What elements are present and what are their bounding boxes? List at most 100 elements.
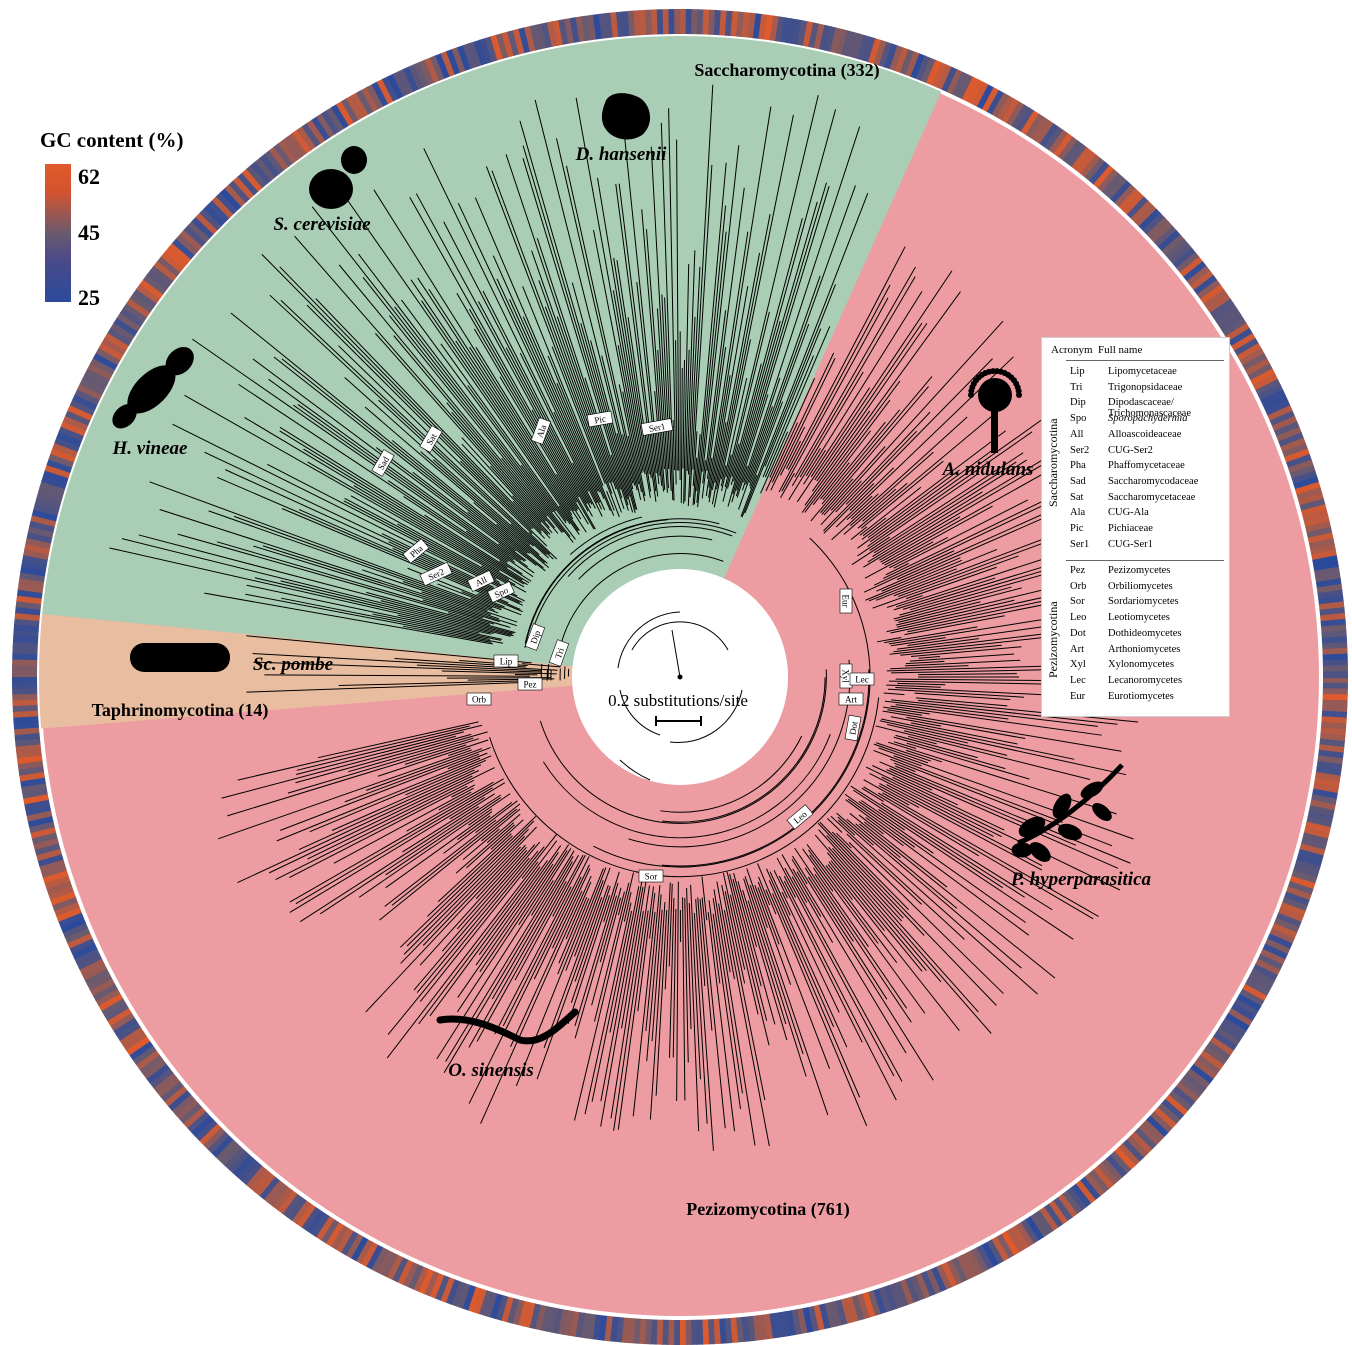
branch-tag-dot: Dot (844, 714, 862, 742)
tree-branch (738, 275, 821, 510)
tree-internal-arc (539, 669, 827, 824)
tree-branch (403, 828, 529, 955)
tree-branch (881, 718, 1075, 760)
gc-ring-segment (905, 51, 921, 78)
tree-branch (748, 185, 856, 483)
gc-ring-segment (1066, 143, 1088, 168)
tree-branch (787, 246, 906, 471)
tree-branch (418, 840, 558, 1025)
tree-branch (457, 852, 559, 998)
tree-branch (727, 320, 781, 507)
row-acronym: Tri (1070, 381, 1083, 393)
branch-tag-text: Xyl (841, 669, 851, 683)
gc-ring-segment (1154, 225, 1178, 248)
gc-ring-segment (54, 436, 81, 452)
tree-branch (423, 148, 603, 517)
tree-branch (836, 812, 874, 846)
tree-branch (261, 253, 534, 529)
gc-ring-segment (1239, 988, 1265, 1007)
gc-ring-segment (19, 770, 45, 782)
tree-branch (429, 866, 541, 1017)
tree-branch (714, 422, 727, 483)
tree-branch (825, 865, 853, 901)
tree-branch (558, 505, 580, 535)
gc-ring-segment (1038, 1206, 1059, 1232)
tree-branch (417, 277, 572, 511)
gc-ring-segment (580, 1312, 591, 1339)
gc-ring-segment (52, 441, 79, 458)
gc-ring-segment (1221, 1017, 1247, 1037)
gc-ring-segment (1254, 958, 1281, 977)
tree-branch (819, 821, 997, 1006)
gc-ring-segment (500, 1296, 514, 1323)
tree-branch (613, 257, 652, 492)
tree-branch (692, 431, 698, 486)
gc-ring-segment (365, 1244, 384, 1270)
gc-ring-segment (1209, 1036, 1234, 1057)
gc-ring-segment (50, 447, 77, 463)
tree-branch (754, 884, 792, 985)
gc-ring-segment (107, 326, 133, 346)
gc-ring-segment (970, 1247, 989, 1273)
tree-branch (496, 278, 601, 503)
tree-branch (744, 284, 837, 514)
tree-branch (649, 901, 666, 1120)
tree-branch (884, 505, 993, 566)
tree-branch (686, 250, 696, 472)
gc-ring-segment (1297, 848, 1324, 863)
gc-ring-segment (138, 1054, 164, 1075)
gc-ring-segment (361, 86, 380, 112)
gc-ring-segment (1110, 180, 1133, 204)
tree-branch (845, 799, 1030, 936)
table-rule (1066, 560, 1224, 561)
tree-branch (872, 765, 958, 806)
gc-ring-segment (167, 1089, 192, 1111)
gc-ring-segment (210, 1134, 234, 1158)
branch-tag-ala: Ala (530, 417, 552, 445)
tree-branch (574, 884, 609, 982)
tree-branch (317, 721, 479, 759)
tree-branch (762, 355, 814, 478)
gc-ring-segment (380, 1251, 399, 1278)
gc-ring-segment (58, 911, 84, 928)
gc-ring-segment (1310, 543, 1336, 556)
tree-branch (692, 457, 698, 506)
row-full-name: CUG-Ser2 (1108, 444, 1153, 456)
tree-branch (684, 898, 689, 1063)
gc-ring-segment (1227, 1008, 1253, 1028)
branch-tag-text: All (474, 574, 489, 588)
gc-ring-segment (1134, 204, 1158, 228)
gc-ring-segment (37, 486, 64, 500)
branch-tag-sat: Sat (419, 425, 443, 453)
gc-ring-segment (1019, 1219, 1039, 1245)
gc-ring-segment (119, 307, 145, 327)
gc-ring-segment (662, 9, 670, 35)
gc-ring-segment (1146, 217, 1170, 240)
tree-branch (905, 660, 945, 665)
gc-ring-segment (90, 357, 116, 376)
gc-ring-segment (645, 9, 654, 35)
tree-branch (499, 376, 589, 525)
tree-branch (883, 706, 930, 715)
gc-ring-segment (850, 1295, 865, 1322)
gc-ring-segment (1247, 973, 1273, 992)
tree-branch (528, 531, 558, 560)
gc-ring-segment (48, 885, 74, 900)
tree-branch (531, 250, 613, 483)
gc-ring-segment (42, 469, 69, 484)
tree-branch (814, 873, 908, 1009)
tree-branch (616, 433, 638, 510)
gc-ring-segment (329, 1224, 349, 1250)
gc-ring-segment (315, 1215, 335, 1241)
gc-ring-segment (282, 135, 303, 161)
gc-ring-segment (179, 229, 203, 251)
tree-branch (879, 720, 1127, 776)
tree-branch (887, 709, 923, 716)
row-full-name: Xylonomycetes (1108, 659, 1174, 671)
gc-ring-segment (277, 139, 299, 164)
tree-branch (456, 844, 570, 1013)
gc-ring-segment (1249, 968, 1276, 987)
gc-ring-segment (551, 1307, 563, 1334)
gc-ring-segment (344, 1233, 364, 1259)
